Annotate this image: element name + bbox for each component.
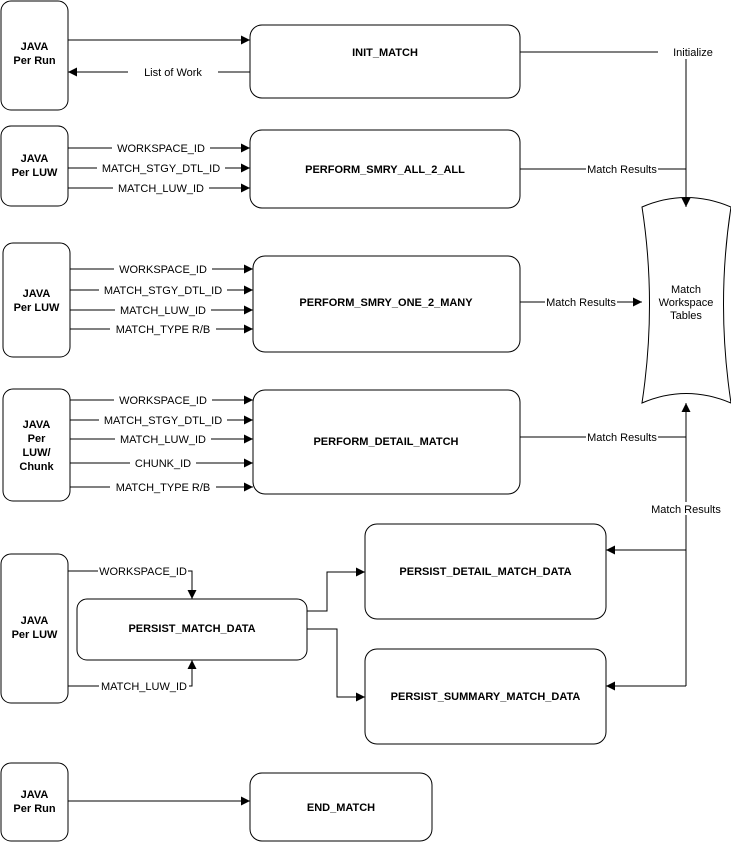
store-line-3: Tables — [670, 310, 702, 322]
actor-line-2: Per — [28, 433, 46, 445]
label-match-results: Match Results — [587, 164, 657, 176]
actor-java-per-run-top: JAVA Per Run — [0, 0, 69, 111]
process-label: PERSIST_SUMMARY_MATCH_DATA — [391, 691, 581, 703]
process-persist-detail-match-data: PERSIST_DETAIL_MATCH_DATA — [364, 523, 607, 620]
actor-line-2: Per LUW — [14, 302, 60, 314]
label-chunk-id: CHUNK_ID — [135, 458, 191, 470]
actor-line-4: Chunk — [19, 461, 54, 473]
actor-line-1: JAVA — [21, 789, 49, 801]
label-match-stgy-dtl-id: MATCH_STGY_DTL_ID — [102, 163, 220, 175]
process-label: PERFORM_SMRY_ALL_2_ALL — [305, 164, 465, 176]
process-persist-match-data: PERSIST_MATCH_DATA — [76, 598, 308, 661]
label-match-type: MATCH_TYPE R/B — [116, 482, 211, 494]
actor-line-2: Per LUW — [12, 167, 58, 179]
actor-line-3: LUW/ — [22, 447, 50, 459]
actor-line-2: Per Run — [13, 803, 55, 815]
label-workspace-id: WORKSPACE_ID — [119, 395, 207, 407]
process-end-match: END_MATCH — [249, 772, 433, 842]
actor-java-per-luw-2: JAVA Per LUW — [2, 242, 71, 358]
process-label: PERFORM_DETAIL_MATCH — [313, 436, 458, 448]
process-label: PERSIST_DETAIL_MATCH_DATA — [399, 566, 571, 578]
label-match-luw-id: MATCH_LUW_ID — [118, 183, 204, 195]
label-workspace-id: WORKSPACE_ID — [119, 264, 207, 276]
store-line-1: Match — [671, 284, 701, 296]
actor-java-per-luw-1: JAVA Per LUW — [0, 125, 69, 207]
label-match-type: MATCH_TYPE R/B — [116, 324, 211, 336]
process-label: INIT_MATCH — [352, 47, 418, 59]
store-line-2: Workspace — [659, 297, 714, 309]
label-match-stgy-dtl-id: MATCH_STGY_DTL_ID — [104, 285, 222, 297]
arrow-persist-to-detail — [307, 567, 365, 612]
process-perform-detail-match: PERFORM_DETAIL_MATCH — [252, 389, 521, 495]
arrow-persist-to-summary — [307, 628, 365, 702]
process-label: PERSIST_MATCH_DATA — [128, 623, 255, 635]
label-match-results: Match Results — [546, 297, 616, 309]
actor-line-1: JAVA — [23, 419, 51, 431]
actor-line-2: Per LUW — [12, 629, 58, 641]
label-workspace-id: WORKSPACE_ID — [117, 143, 205, 155]
arrow-init-to-store — [520, 51, 691, 207]
actor-line-1: JAVA — [21, 41, 49, 53]
process-label: PERFORM_SMRY_ONE_2_MANY — [299, 297, 473, 309]
label-workspace-id: WORKSPACE_ID — [99, 566, 187, 578]
actor-java-per-luw-chunk: JAVA Per LUW/ Chunk — [2, 388, 71, 502]
label-match-stgy-dtl-id: MATCH_STGY_DTL_ID — [104, 415, 222, 427]
data-store-match-workspace-tables: Match Workspace Tables — [641, 197, 731, 404]
label-list-of-work: List of Work — [144, 67, 202, 79]
process-perform-smry-one-2-many: PERFORM_SMRY_ONE_2_MANY — [252, 255, 521, 353]
process-perform-smry-all-2-all: PERFORM_SMRY_ALL_2_ALL — [249, 129, 521, 209]
label-match-results: Match Results — [587, 432, 657, 444]
actor-line-1: JAVA — [21, 153, 49, 165]
process-init-match: INIT_MATCH — [249, 24, 521, 99]
label-initialize: Initialize — [673, 47, 713, 59]
actor-java-per-luw-3: JAVA Per LUW — [0, 553, 69, 704]
process-persist-summary-match-data: PERSIST_SUMMARY_MATCH_DATA — [364, 648, 607, 745]
label-match-luw-id: MATCH_LUW_ID — [120, 434, 206, 446]
label-match-results: Match Results — [651, 504, 721, 516]
actor-line-1: JAVA — [23, 288, 51, 300]
actor-line-2: Per Run — [13, 55, 55, 67]
label-match-luw-id: MATCH_LUW_ID — [101, 681, 187, 693]
actor-java-per-run-bottom: JAVA Per Run — [0, 762, 69, 842]
actor-line-1: JAVA — [21, 615, 49, 627]
process-label: END_MATCH — [307, 802, 375, 814]
label-match-luw-id: MATCH_LUW_ID — [120, 305, 206, 317]
